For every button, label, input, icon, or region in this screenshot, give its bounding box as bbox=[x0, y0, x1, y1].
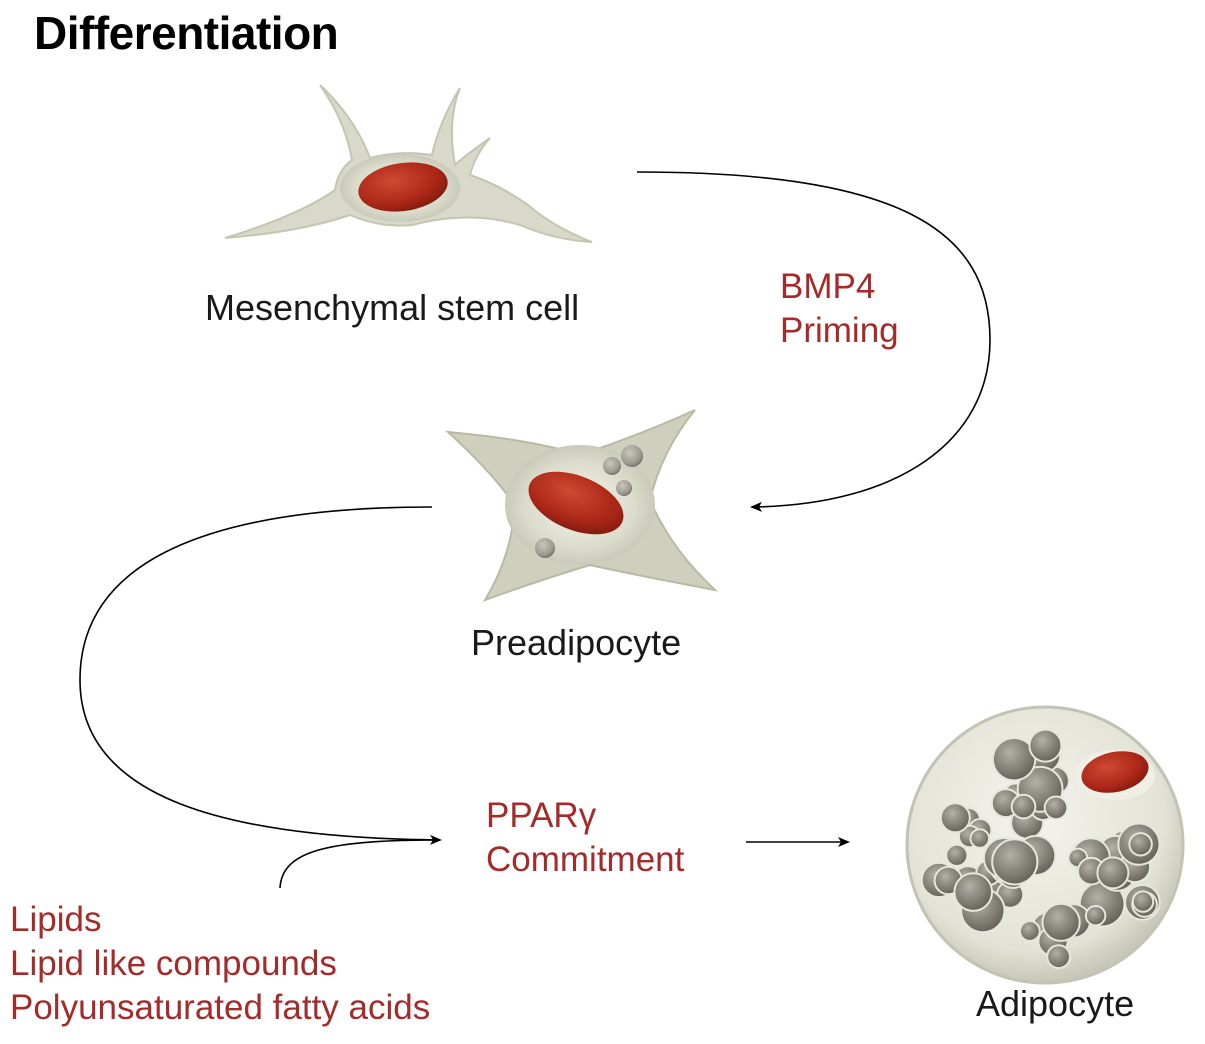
lipid-droplet bbox=[1131, 890, 1155, 913]
adipocyte-label: Adipocyte bbox=[976, 983, 1135, 1024]
lipid-droplet bbox=[1084, 905, 1107, 927]
lipid-droplet bbox=[1046, 944, 1071, 970]
arrow-msc-to-preadipocyte bbox=[636, 171, 991, 512]
inducer-item: Lipids bbox=[10, 900, 102, 939]
lipid-droplet bbox=[953, 872, 994, 912]
preadipocyte-icon bbox=[445, 409, 719, 602]
lipid-droplet bbox=[1018, 920, 1041, 942]
arrow-inducers-to-commitment bbox=[279, 839, 441, 889]
adipocyte-icon bbox=[905, 705, 1185, 985]
ppar-text: PPARγ bbox=[486, 796, 597, 835]
lipid-droplet bbox=[945, 843, 969, 867]
mesenchymal-stem-cell-icon bbox=[224, 84, 593, 243]
ppar-commitment-label: PPARγ Commitment bbox=[486, 794, 684, 882]
lipid-droplet bbox=[1096, 856, 1130, 890]
inducer-list: Lipids Lipid like compounds Polyunsatura… bbox=[10, 898, 430, 1030]
lipid-droplet bbox=[969, 828, 991, 849]
priming-text: Priming bbox=[780, 311, 899, 350]
bmp4-priming-label: BMP4 Priming bbox=[780, 265, 899, 353]
lipid-droplet bbox=[1043, 795, 1069, 821]
lipid-droplet bbox=[939, 802, 971, 834]
msc-label: Mesenchymal stem cell bbox=[205, 287, 580, 328]
lipid-droplet bbox=[1010, 793, 1037, 820]
lipid-droplet bbox=[1128, 832, 1153, 857]
commitment-text: Commitment bbox=[486, 840, 685, 879]
lipid-droplet bbox=[991, 838, 1039, 886]
inducer-item: Polyunsaturated fatty acids bbox=[10, 988, 431, 1027]
arrow-preadipocyte-to-commitment bbox=[79, 506, 442, 845]
preadipocyte-label: Preadipocyte bbox=[471, 622, 682, 663]
inducer-item: Lipid like compounds bbox=[10, 944, 337, 983]
lipid-droplet bbox=[1028, 728, 1063, 763]
lipid-droplet bbox=[1041, 902, 1081, 942]
bmp4-text: BMP4 bbox=[780, 267, 876, 306]
page-title: Differentiation bbox=[34, 7, 339, 59]
